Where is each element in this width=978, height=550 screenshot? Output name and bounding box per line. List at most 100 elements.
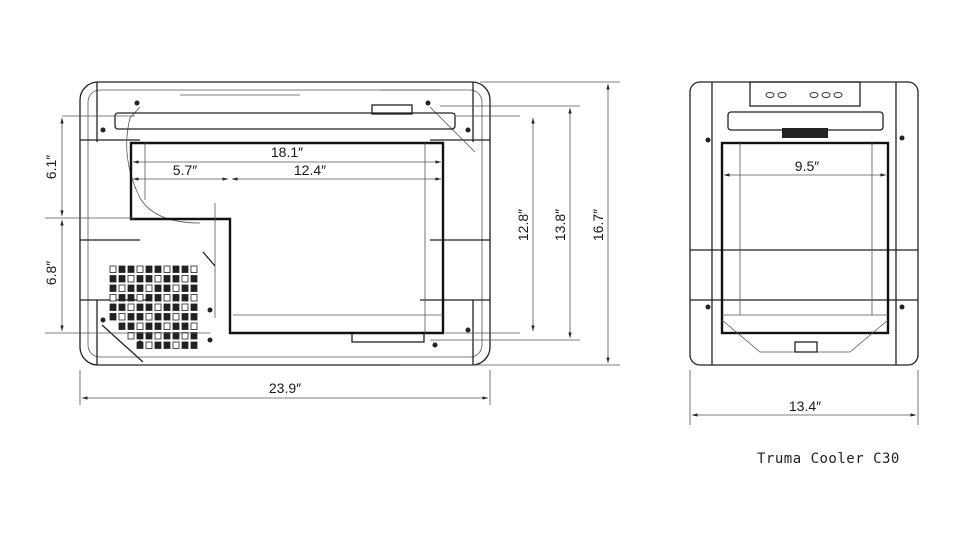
side-cavity-inner-lines xyxy=(721,143,889,353)
vent-slot xyxy=(118,275,126,283)
label-height-without-handle: 13.8″ xyxy=(552,209,568,241)
label-interior-width: 18.1″ xyxy=(271,144,303,160)
vent-slot xyxy=(136,313,144,321)
control-panel xyxy=(749,81,861,107)
vent-slot xyxy=(136,265,144,273)
interior-cavity-outline xyxy=(129,141,445,335)
vent-slot xyxy=(127,275,135,283)
label-overall-height: 16.7″ xyxy=(590,209,606,241)
vent-slot xyxy=(118,265,126,273)
label-deep-section-width: 12.4″ xyxy=(294,162,326,178)
diagonal-braces xyxy=(101,251,216,363)
vent-slot xyxy=(190,265,198,273)
vent-slot xyxy=(127,332,135,340)
vent-slot xyxy=(163,322,171,330)
vent-slot xyxy=(172,332,180,340)
label-lower-depth: 6.8″ xyxy=(43,261,59,285)
vent-slot xyxy=(136,275,144,283)
label-overall-width: 23.9″ xyxy=(269,380,301,396)
vent-slot xyxy=(145,303,153,311)
vent-slot xyxy=(136,303,144,311)
side-extension-lines xyxy=(689,370,919,425)
vent-slot xyxy=(127,284,135,292)
side-body-outline xyxy=(689,81,919,366)
vent-slot xyxy=(118,313,126,321)
vent-slot xyxy=(109,303,117,311)
side-dimensions: 9.5″ 13.4″ xyxy=(689,158,919,425)
vent-slot xyxy=(145,313,153,321)
vent-slot xyxy=(127,303,135,311)
vent-slot xyxy=(154,303,162,311)
lid-latch xyxy=(371,104,413,115)
side-frame-lines xyxy=(690,82,918,365)
vent-slot xyxy=(163,332,171,340)
vent-slot xyxy=(145,322,153,330)
vent-slot xyxy=(181,303,189,311)
vent-slot xyxy=(154,322,162,330)
vent-slot xyxy=(145,341,153,349)
front-view: 18.1″ 5.7″ 12.4″ 6.1″ 6.8″ 12.8″ 13.8″ 1… xyxy=(43,81,620,405)
vent-slot xyxy=(181,332,189,340)
vent-slot xyxy=(154,265,162,273)
vent-slot xyxy=(163,275,171,283)
vent-slot xyxy=(172,265,180,273)
side-drain xyxy=(794,341,818,353)
vent-slot xyxy=(181,322,189,330)
vent-slot xyxy=(154,284,162,292)
lid-hinge-bar xyxy=(114,112,456,130)
vent-slot xyxy=(145,265,153,273)
vent-slot xyxy=(145,294,153,302)
vent-slot xyxy=(172,313,180,321)
vent-slot xyxy=(172,275,180,283)
vent-slot xyxy=(190,332,198,340)
vent-slot xyxy=(190,294,198,302)
vent-slot xyxy=(145,332,153,340)
vent-slot xyxy=(172,303,180,311)
vent-slot xyxy=(127,294,135,302)
vent-slot xyxy=(136,332,144,340)
vent-slot xyxy=(109,284,117,292)
vent-grille xyxy=(109,265,198,349)
vent-slot xyxy=(136,322,144,330)
vent-slot xyxy=(154,275,162,283)
front-body-outline xyxy=(79,81,491,366)
vent-slot xyxy=(163,284,171,292)
vent-slot xyxy=(136,284,144,292)
vent-slot xyxy=(136,294,144,302)
vent-slot xyxy=(163,313,171,321)
vent-slot xyxy=(190,275,198,283)
side-interior-cavity xyxy=(720,141,890,335)
vent-slot xyxy=(154,332,162,340)
vent-slot xyxy=(127,265,135,273)
vent-slot xyxy=(190,322,198,330)
vent-slot xyxy=(163,303,171,311)
label-upper-depth: 6.1″ xyxy=(43,155,59,179)
product-caption: Truma Cooler C30 xyxy=(757,451,900,467)
vent-slot xyxy=(190,303,198,311)
side-lid-hinge xyxy=(727,111,884,131)
vent-slot xyxy=(127,322,135,330)
vent-slot xyxy=(172,322,180,330)
vent-slot xyxy=(190,341,198,349)
corner-bracket-lines xyxy=(80,139,490,301)
vent-slot xyxy=(154,341,162,349)
lid-detail-lines xyxy=(126,89,476,224)
vent-slot xyxy=(154,294,162,302)
vent-slot xyxy=(118,294,126,302)
vent-slot xyxy=(109,265,117,273)
vent-slot xyxy=(118,284,126,292)
extension-lines xyxy=(45,81,620,405)
vent-slot xyxy=(190,284,198,292)
vent-slot xyxy=(181,265,189,273)
vent-slot xyxy=(172,341,180,349)
vent-slot xyxy=(172,294,180,302)
front-foot-tab xyxy=(351,332,425,343)
label-interior-height: 12.8″ xyxy=(515,209,531,241)
side-screw-heads xyxy=(705,135,905,310)
vent-slot xyxy=(181,294,189,302)
vent-slot xyxy=(109,294,117,302)
vent-slot xyxy=(181,313,189,321)
vent-slot xyxy=(109,275,117,283)
